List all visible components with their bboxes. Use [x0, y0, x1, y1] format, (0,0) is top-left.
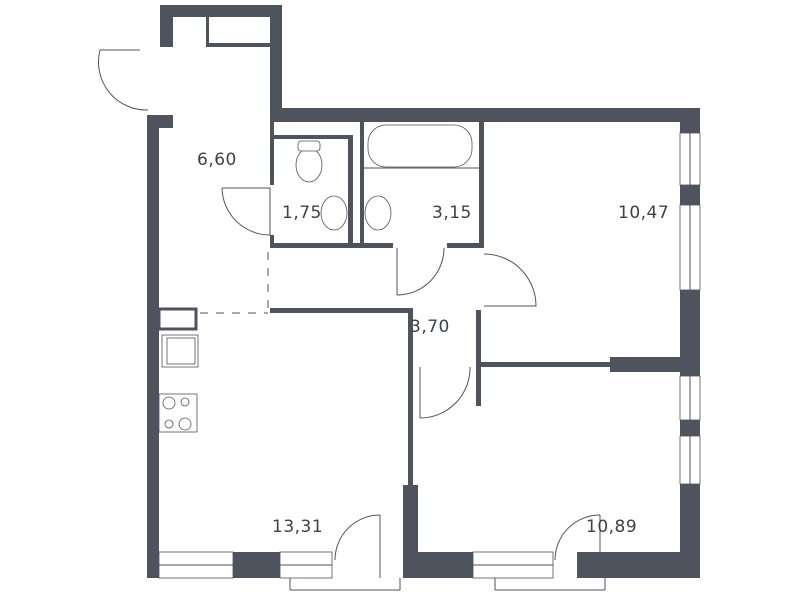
bath-door [396, 247, 445, 296]
room-area-kitchen-living: 13,31 [272, 517, 324, 537]
bedroom1-door [483, 253, 537, 307]
walls [147, 5, 700, 578]
room-area-hallway: 6,60 [197, 150, 237, 170]
kitchen-balcony-door [334, 514, 381, 578]
fixtures [158, 124, 479, 433]
toilet-door [221, 187, 271, 236]
room-area-bathroom: 3,15 [432, 203, 472, 223]
room-area-bedroom-2: 10,89 [586, 517, 638, 537]
bedroom2-door [419, 366, 471, 419]
toilet-sink [320, 195, 348, 231]
room-area-toilet: 1,75 [282, 203, 322, 223]
room-area-bedroom-1: 10,47 [618, 203, 670, 223]
room-area-corridor: 3,70 [410, 317, 450, 337]
bedroom-balcony-door [554, 514, 601, 578]
entrance-door [97, 49, 149, 111]
bath-sink [364, 195, 392, 231]
toilet-bowl [295, 147, 323, 183]
hall-opening [200, 252, 269, 314]
windows [158, 132, 701, 591]
bathtub [367, 124, 473, 168]
doors [97, 49, 601, 578]
